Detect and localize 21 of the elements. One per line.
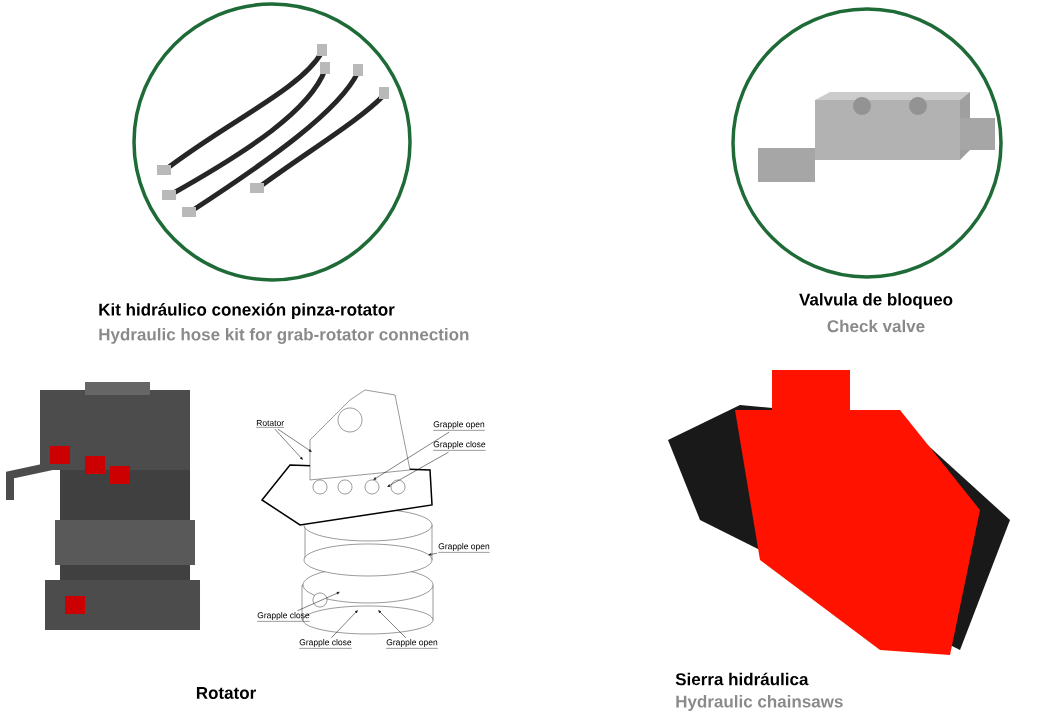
callout-label: Grapple close — [257, 612, 310, 622]
caption-text: Valvula de bloqueo — [799, 293, 953, 309]
callout-label: Grapple open — [438, 543, 490, 553]
caption-text: Kit hidráulico conexión pinza-rotator — [99, 303, 395, 319]
leader-line — [387, 451, 449, 487]
leader-line — [274, 428, 303, 460]
leader-line — [331, 610, 358, 639]
caption-text: Rotator — [196, 687, 256, 699]
callout-label: Rotator — [256, 420, 285, 428]
leader-line — [277, 428, 312, 452]
callout-label: Grapple open — [386, 639, 438, 649]
leader-line — [428, 553, 438, 556]
caption-text: Hydraulic hose kit for grab-rotator connection — [99, 328, 469, 344]
callout-label: Grapple close — [299, 639, 352, 649]
caption-text: Hydraulic chainsaws — [676, 695, 843, 711]
caption-text: Check valve — [827, 319, 925, 333]
leader-line — [373, 431, 450, 480]
callout-label: Grapple open — [433, 421, 485, 431]
leader-line — [378, 610, 407, 639]
caption-text: Sierra hidráulica — [675, 672, 809, 686]
callout-label: Grapple close — [433, 441, 486, 451]
